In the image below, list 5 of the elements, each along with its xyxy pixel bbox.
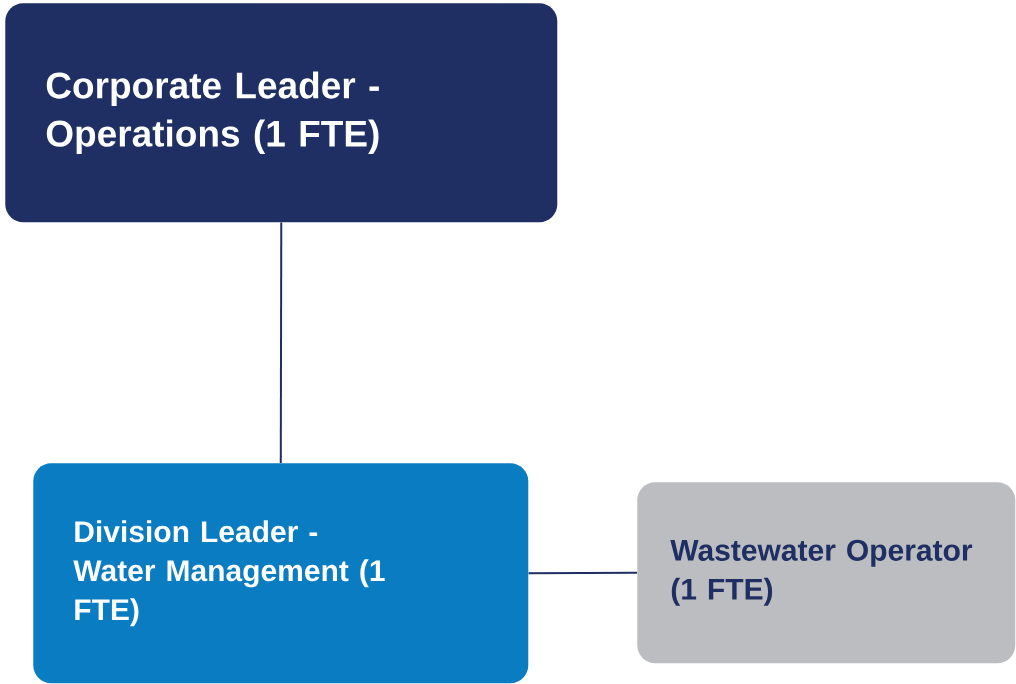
connector-line bbox=[527, 571, 638, 575]
role-box: Wastewater Operator (1 FTE) bbox=[637, 482, 1016, 664]
title-box: Corporate Leader - Operations (1 FTE) bbox=[5, 3, 558, 223]
role-box: Division Leader - Water Management (1 FTE) bbox=[33, 463, 529, 684]
connector-line bbox=[279, 221, 283, 464]
